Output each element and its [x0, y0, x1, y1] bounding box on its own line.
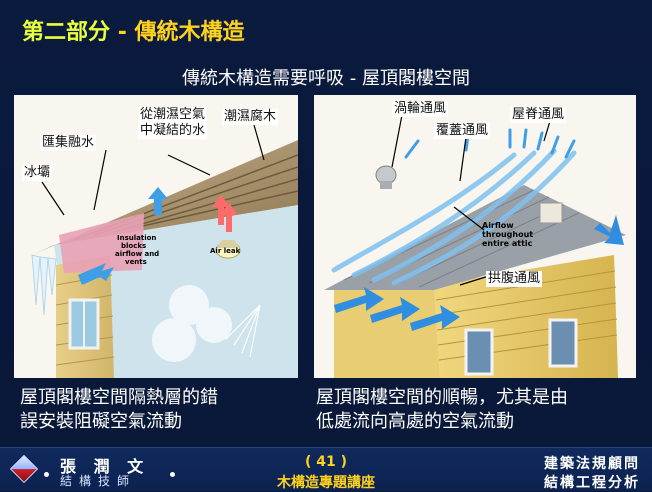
footer: 張 潤 文 結構技師 ( 41 ) 木構造專題講座 建築法規顧問 結構工程分析	[0, 447, 652, 491]
insulation-label-line1: Insulation	[117, 234, 156, 242]
right-illustration: Airflow throughout entire attic 渦輪通風 覆蓋通…	[314, 95, 636, 378]
footer-dot-left	[44, 472, 49, 477]
title-prefix: 第二部分	[22, 20, 111, 45]
org-line-1: 建築法規顧問	[544, 456, 640, 472]
left-illustration: Insulation blocks airflow and vents Air …	[14, 95, 298, 378]
ventilated-attic-illustration: Airflow throughout entire attic	[314, 95, 636, 378]
callout-condensation: 從潮濕空氣 中凝結的水	[138, 107, 208, 139]
insulation-label-line4: vents	[125, 258, 147, 266]
turbine-vent-icon	[375, 165, 397, 189]
author-name: 張 潤 文	[60, 457, 150, 476]
title-main: 傳統木構造	[134, 20, 245, 45]
title-separator: -	[117, 20, 127, 45]
left-caption-line1: 屋頂閣樓空間隔熱層的錯	[20, 387, 218, 408]
callout-ice-dam: 冰壩	[22, 165, 53, 181]
airflow-arrow-icon	[334, 215, 624, 331]
insulation-label-line3: airflow and	[115, 250, 159, 258]
footer-dot-right	[170, 472, 175, 477]
page-number: ( 41 )	[304, 454, 348, 470]
right-caption-line2: 低處流向高處的空氣流動	[316, 411, 514, 432]
course-title: 木構造專題講座	[277, 475, 375, 491]
callout-turbine-vent: 渦輪通風	[392, 101, 449, 117]
slide-subtitle: 傳統木構造需要呼吸 - 屋頂閣樓空間	[182, 68, 470, 89]
airflow-label-line2: throughout	[482, 230, 533, 239]
callout-condensation-line1: 從潮濕空氣	[140, 107, 206, 122]
slide-title: 第二部分 - 傳統木構造	[22, 14, 245, 46]
left-caption-line2: 誤安裝阻礙空氣流動	[20, 411, 182, 432]
author-title: 結構技師	[60, 474, 137, 488]
right-caption-line1: 屋頂閣樓空間的順暢，尤其是由	[316, 387, 568, 408]
callout-meltwater: 匯集融水	[40, 135, 97, 151]
left-caption: 屋頂閣樓空間隔熱層的錯 誤安裝阻礙空氣流動	[20, 386, 300, 434]
airflow-label-line1: Airflow	[482, 221, 514, 230]
insulation-blocked-attic-illustration: Insulation blocks airflow and vents Air …	[14, 95, 298, 378]
callout-condensation-line2: 中凝結的水	[140, 123, 206, 138]
callout-ridge-vent: 屋脊通風	[510, 107, 567, 123]
callout-rot: 潮濕腐木	[222, 109, 279, 125]
airflow-label-line3: entire attic	[482, 239, 533, 248]
org-line-2: 結構工程分析	[544, 475, 640, 491]
callout-soffit-vent: 拱腹通風	[486, 271, 543, 287]
right-caption: 屋頂閣樓空間的順暢，尤其是由 低處流向高處的空氣流動	[316, 386, 636, 434]
callout-cap-vent: 覆蓋通風	[434, 123, 491, 139]
air-leak-label: Air leak	[210, 247, 241, 255]
insulation-label-line2: blocks	[121, 242, 146, 250]
